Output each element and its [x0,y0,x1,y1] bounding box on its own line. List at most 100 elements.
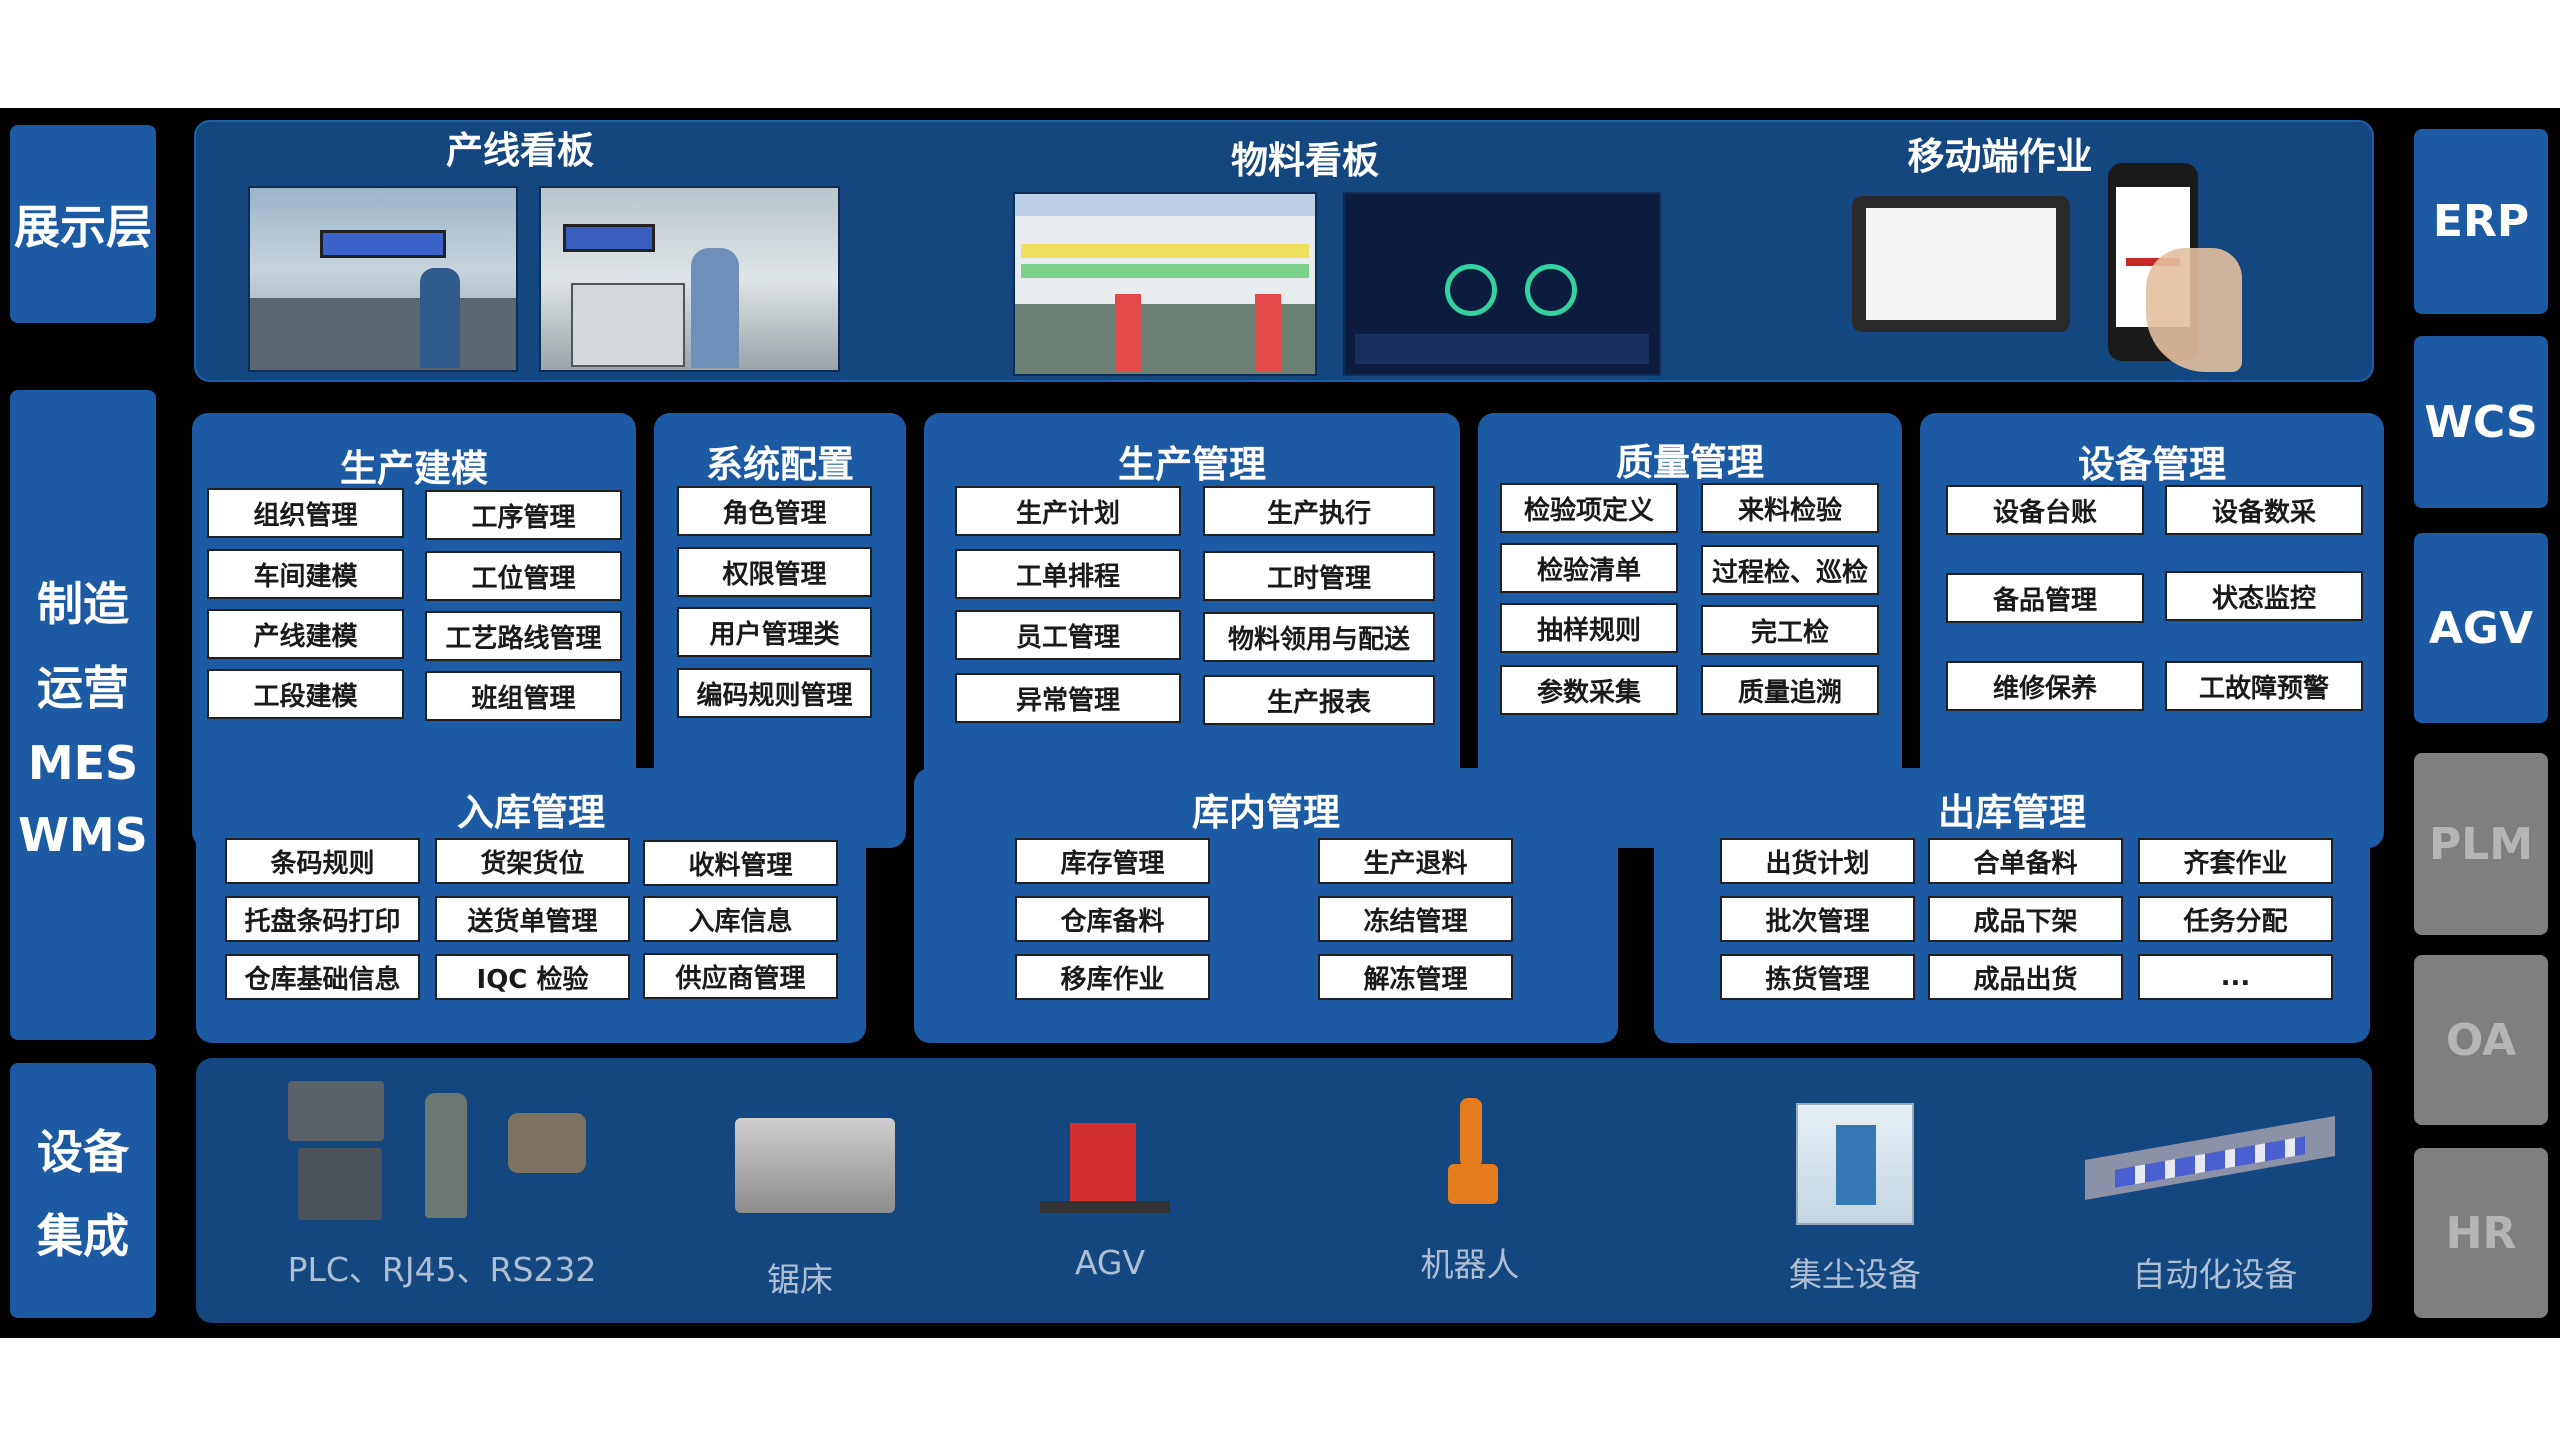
btn-section-modeling[interactable]: 工段建模 [207,669,404,719]
plc-module-icon [298,1148,382,1220]
btn-route-mgmt[interactable]: 工艺路线管理 [425,611,622,661]
btn-freeze-mgmt[interactable]: 冻结管理 [1318,896,1513,942]
layer-mes-line-2: 运营 [37,661,129,715]
btn-production-exec[interactable]: 生产执行 [1203,486,1435,536]
inbound-title: 入库管理 [457,791,605,834]
btn-staff-mgmt[interactable]: 员工管理 [955,610,1181,660]
outbound-title: 出库管理 [1938,791,2086,834]
btn-workshop-modeling[interactable]: 车间建模 [207,549,404,599]
btn-org-mgmt[interactable]: 组织管理 [207,488,404,538]
btn-picking-mgmt[interactable]: 拣货管理 [1720,954,1915,1000]
btn-product-shipment[interactable]: 成品出货 [1928,954,2123,1000]
btn-delivery-note-mgmt[interactable]: 送货单管理 [435,896,630,942]
btn-warehouse-basic-info[interactable]: 仓库基础信息 [225,954,420,1000]
btn-production-report[interactable]: 生产报表 [1203,675,1435,725]
btn-exception-mgmt[interactable]: 异常管理 [955,673,1181,723]
line-board-photo-2 [539,186,840,372]
agv-forklift-icon [1040,1103,1170,1223]
layer-display-label: 展示层 [14,200,152,254]
device-label-robot: 机器人 [1420,1245,1520,1284]
btn-maintenance[interactable]: 维修保养 [1946,661,2144,711]
btn-code-rule-mgmt[interactable]: 编码规则管理 [677,668,872,718]
device-label-plc: PLC、RJ45、RS232 [287,1250,597,1289]
production-modeling-title: 生产建模 [340,447,488,490]
quality-mgmt-title: 质量管理 [1616,441,1764,484]
layer-mes: 制造 运营 MES WMS [10,390,156,1040]
btn-permission-mgmt[interactable]: 权限管理 [677,547,872,597]
equipment-mgmt-title: 设备管理 [2078,443,2226,486]
hand-shape [2146,248,2242,372]
btn-work-order-schedule[interactable]: 工单排程 [955,549,1181,599]
btn-process-mgmt[interactable]: 工序管理 [425,490,622,540]
system-oa-label: OA [2445,1014,2517,1066]
btn-quality-trace[interactable]: 质量追溯 [1701,665,1879,715]
line-board-photo-1 [248,186,518,372]
btn-production-plan[interactable]: 生产计划 [955,486,1181,536]
btn-transfer-op[interactable]: 移库作业 [1015,954,1210,1000]
btn-supplier-mgmt[interactable]: 供应商管理 [643,953,838,999]
system-hr-label: HR [2445,1207,2517,1259]
robot-arm-icon [1440,1098,1510,1208]
rs232-connector-icon [508,1113,586,1173]
btn-team-mgmt[interactable]: 班组管理 [425,671,622,721]
btn-pallet-barcode-print[interactable]: 托盘条码打印 [225,896,420,942]
btn-process-patrol-inspection[interactable]: 过程检、巡检 [1701,545,1879,595]
btn-user-mgmt[interactable]: 用户管理类 [677,607,872,657]
rj45-connector-icon [425,1093,467,1218]
system-agv: AGV [2414,533,2548,723]
layer-mes-line-3: MES [27,736,139,790]
btn-inventory-mgmt[interactable]: 库存管理 [1015,838,1210,884]
btn-role-mgmt[interactable]: 角色管理 [677,486,872,536]
saw-machine-icon [735,1118,895,1213]
device-label-dust: 集尘设备 [1789,1255,1921,1294]
btn-equipment-data-collect[interactable]: 设备数采 [2165,485,2363,535]
system-agv-label: AGV [2428,602,2534,654]
btn-shelf-location[interactable]: 货架货位 [435,838,630,884]
btn-material-delivery[interactable]: 物料领用与配送 [1203,612,1435,662]
btn-inbound-info[interactable]: 入库信息 [643,896,838,942]
btn-product-unshelve[interactable]: 成品下架 [1928,896,2123,942]
btn-more[interactable]: ... [2138,954,2333,1000]
system-oa: OA [2414,955,2548,1125]
system-plm: PLM [2414,753,2548,935]
mobile-title: 移动端作业 [1907,135,2093,178]
material-board-title: 物料看板 [1231,139,1379,182]
layer-equipment-line-2: 集成 [37,1208,129,1263]
btn-equipment-ledger[interactable]: 设备台账 [1946,485,2144,535]
layer-mes-line-4: WMS [18,808,148,862]
btn-receiving-mgmt[interactable]: 收料管理 [643,840,838,886]
btn-unfreeze-mgmt[interactable]: 解冻管理 [1318,954,1513,1000]
btn-fault-warning[interactable]: 工故障预警 [2165,661,2363,711]
btn-inspection-list[interactable]: 检验清单 [1500,543,1678,593]
btn-kitting-op[interactable]: 齐套作业 [2138,838,2333,884]
system-plm-label: PLM [2428,818,2534,870]
line-board-title: 产线看板 [446,129,594,172]
btn-spare-parts-mgmt[interactable]: 备品管理 [1946,573,2144,623]
btn-sampling-rule[interactable]: 抽样规则 [1500,603,1678,653]
production-mgmt-title: 生产管理 [1118,443,1266,486]
material-board-screen-1 [1013,192,1317,376]
layer-display: 展示层 [10,125,156,323]
plc-device-icon [288,1081,384,1141]
btn-merged-prep[interactable]: 合单备料 [1928,838,2123,884]
btn-work-hour-mgmt[interactable]: 工时管理 [1203,551,1435,601]
btn-barcode-rule[interactable]: 条码规则 [225,838,420,884]
btn-shipment-plan[interactable]: 出货计划 [1720,838,1915,884]
device-label-automation: 自动化设备 [2132,1255,2298,1294]
btn-batch-mgmt[interactable]: 批次管理 [1720,896,1915,942]
btn-completion-inspection[interactable]: 完工检 [1701,605,1879,655]
btn-incoming-inspection[interactable]: 来料检验 [1701,483,1879,533]
layer-equipment: 设备 集成 [10,1063,156,1318]
btn-production-return[interactable]: 生产退料 [1318,838,1513,884]
btn-task-assign[interactable]: 任务分配 [2138,896,2333,942]
btn-iqc-inspection[interactable]: IQC 检验 [435,954,630,1000]
automation-line-icon [2085,1098,2335,1208]
btn-param-collection[interactable]: 参数采集 [1500,665,1678,715]
system-wcs: WCS [2414,336,2548,508]
tablet-icon [1852,196,2070,332]
btn-line-modeling[interactable]: 产线建模 [207,609,404,659]
btn-inspection-item-def[interactable]: 检验项定义 [1500,483,1678,533]
btn-station-mgmt[interactable]: 工位管理 [425,551,622,601]
btn-warehouse-prep[interactable]: 仓库备料 [1015,896,1210,942]
btn-status-monitor[interactable]: 状态监控 [2165,571,2363,621]
